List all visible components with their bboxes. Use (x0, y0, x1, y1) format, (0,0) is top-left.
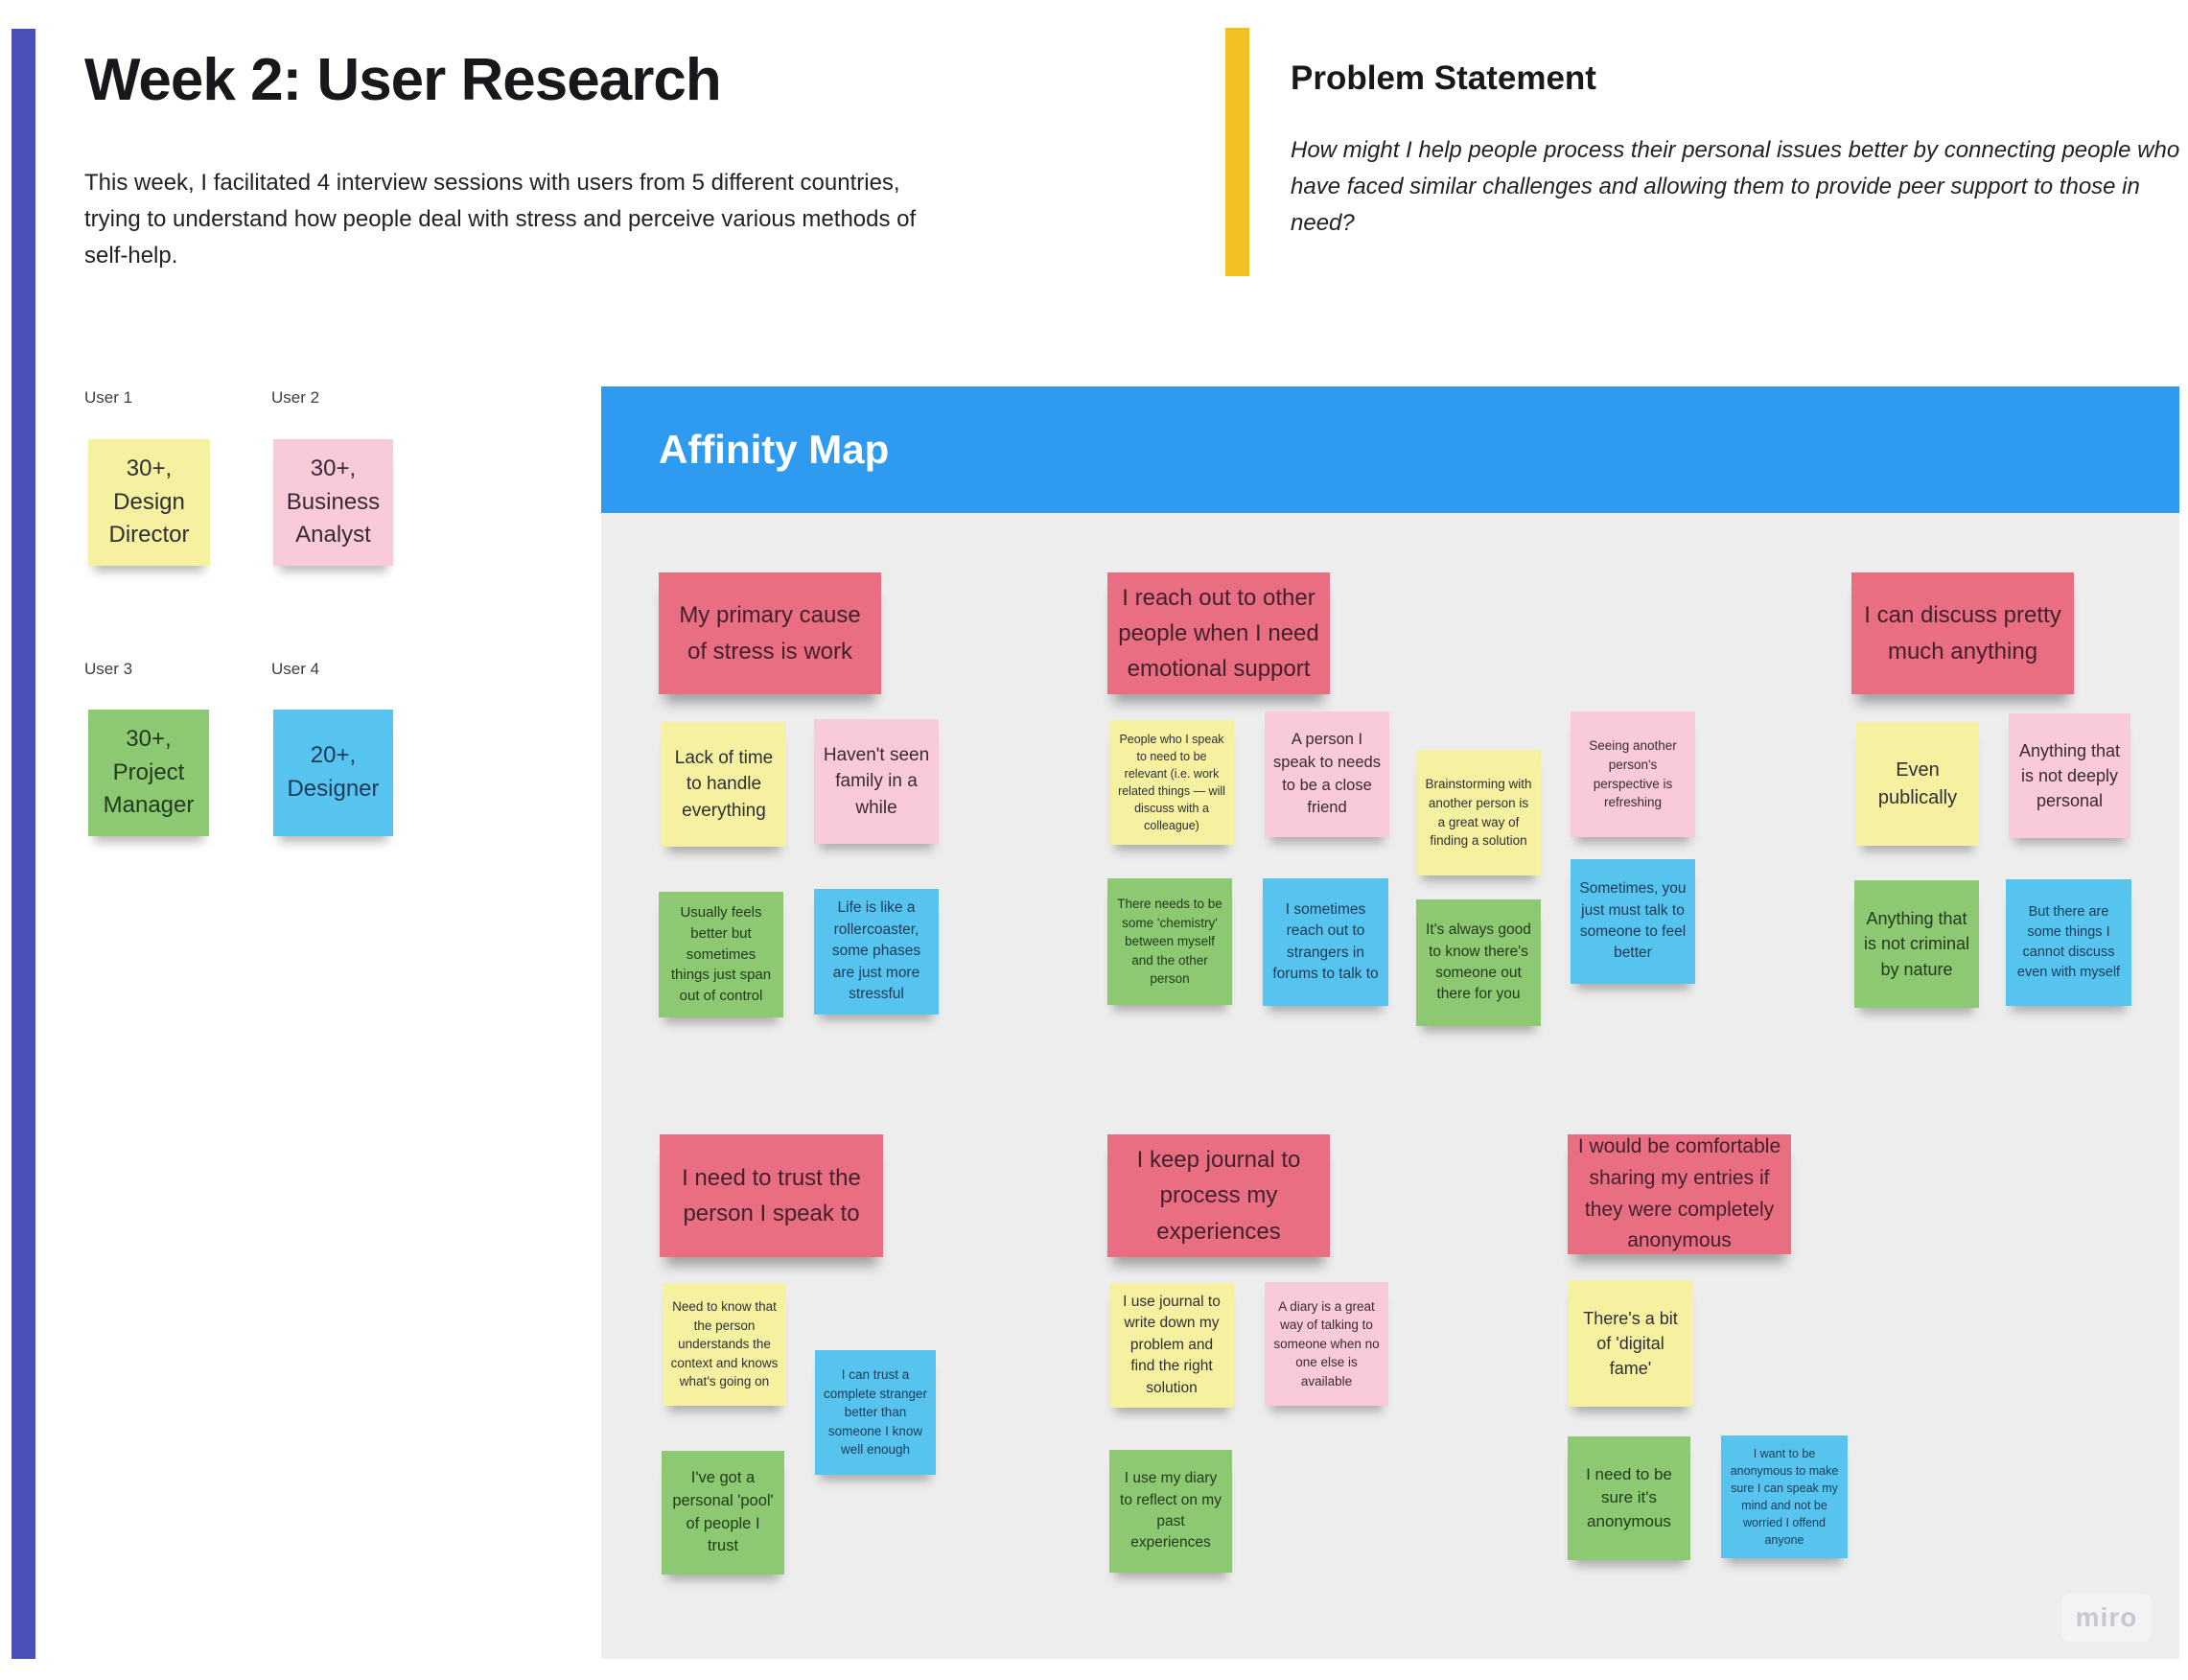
group-header-note[interactable]: I reach out to other people when I need … (1107, 572, 1330, 694)
sticky-note[interactable]: A diary is a great way of talking to som… (1265, 1282, 1388, 1406)
sticky-note[interactable]: But there are some things I cannot discu… (2006, 879, 2131, 1006)
group-header-note[interactable]: I keep journal to process my experiences (1107, 1134, 1330, 1257)
problem-statement-text: How might I help people process their pe… (1291, 137, 2180, 236)
user-2-label: User 2 (271, 388, 320, 407)
user-3-label: User 3 (84, 660, 133, 678)
sticky-note[interactable]: Seeing another person's perspective is r… (1571, 712, 1695, 837)
sticky-note[interactable]: Anything that is not deeply personal (2009, 713, 2130, 838)
affinity-map-header: Affinity Map (601, 386, 2179, 513)
sticky-note[interactable]: Need to know that the person understands… (663, 1283, 786, 1406)
page-description: This week, I facilitated 4 interview ses… (84, 170, 917, 268)
sticky-note[interactable]: Sometimes, you just must talk to someone… (1571, 859, 1695, 984)
sticky-note[interactable]: Usually feels better but sometimes thing… (659, 892, 783, 1017)
sticky-note[interactable]: Haven't seen family in a while (814, 719, 939, 844)
group-header-note[interactable]: I would be comfortable sharing my entrie… (1568, 1134, 1791, 1254)
sticky-note[interactable]: Life is like a rollercoaster, some phase… (814, 889, 939, 1015)
group-header-note[interactable]: I need to trust the person I speak to (660, 1134, 883, 1257)
affinity-map-title: Affinity Map (659, 427, 890, 472)
miro-watermark[interactable]: miro (2061, 1594, 2152, 1642)
sticky-note[interactable]: I need to be sure it's anonymous (1568, 1436, 1690, 1560)
user-2-note[interactable]: 30+, Business Analyst (273, 439, 393, 566)
problem-accent-bar (1225, 28, 1249, 276)
user-4-note[interactable]: 20+, Designer (273, 710, 393, 836)
sticky-note[interactable]: Lack of time to handle everything (662, 722, 786, 847)
user-1-note[interactable]: 30+, Design Director (88, 439, 210, 566)
left-accent-bar (12, 29, 35, 1659)
sticky-note[interactable]: There needs to be some 'chemistry' betwe… (1107, 878, 1232, 1005)
sticky-note[interactable]: I sometimes reach out to strangers in fo… (1263, 878, 1388, 1006)
sticky-note[interactable]: Anything that is not criminal by nature (1854, 880, 1979, 1008)
user-1-label: User 1 (84, 388, 133, 407)
sticky-note[interactable]: I use my diary to reflect on my past exp… (1109, 1450, 1232, 1573)
user-3-note[interactable]: 30+, Project Manager (88, 710, 209, 836)
sticky-note[interactable]: People who I speak to need to be relevan… (1109, 720, 1234, 845)
sticky-note[interactable]: I want to be anonymous to make sure I ca… (1721, 1435, 1848, 1558)
user-4-label: User 4 (271, 660, 320, 678)
sticky-note[interactable]: A person I speak to needs to be a close … (1265, 712, 1389, 837)
page-title: Week 2: User Research (84, 47, 722, 113)
sticky-note[interactable]: I've got a personal 'pool' of people I t… (662, 1451, 784, 1575)
sticky-note[interactable]: Even publically (1856, 722, 1979, 846)
group-header-note[interactable]: My primary cause of stress is work (659, 572, 881, 694)
sticky-note[interactable]: I can trust a complete stranger better t… (815, 1350, 936, 1475)
group-header-note[interactable]: I can discuss pretty much anything (1851, 572, 2074, 694)
sticky-note[interactable]: It's always good to know there's someone… (1416, 899, 1541, 1026)
sticky-note[interactable]: Brainstorming with another person is a g… (1416, 750, 1541, 875)
sticky-note[interactable]: There's a bit of 'digital fame' (1568, 1280, 1693, 1407)
problem-statement-title: Problem Statement (1291, 59, 1596, 97)
sticky-note[interactable]: I use journal to write down my problem a… (1109, 1283, 1234, 1408)
